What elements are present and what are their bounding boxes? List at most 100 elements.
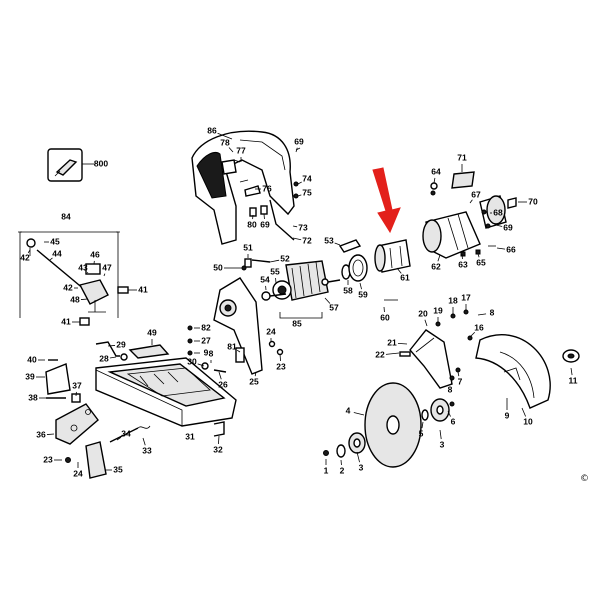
callout-23: 23	[276, 361, 286, 371]
callout-31: 31	[185, 431, 195, 441]
callout-63: 63	[458, 259, 468, 269]
callout-82: 82	[201, 322, 211, 332]
callout-35: 35	[113, 464, 123, 474]
callout-70: 70	[528, 196, 538, 206]
leader-36	[46, 433, 55, 435]
callout-19: 19	[433, 305, 443, 315]
parts-50-51-52-pins	[232, 258, 271, 271]
callout-40: 40	[27, 354, 37, 364]
leader-11	[570, 367, 573, 376]
part-32-clip	[213, 421, 225, 437]
callout-26: 26	[218, 379, 228, 389]
callout-54: 54	[260, 274, 270, 284]
leader-22	[385, 352, 400, 355]
callout-65: 65	[476, 257, 486, 267]
parts-1-3-flange-left	[323, 432, 366, 458]
part-4-cutting-disc	[364, 382, 422, 468]
highlight-arrow	[372, 167, 401, 234]
leader-61	[396, 267, 402, 274]
callout-800: 800	[94, 158, 108, 168]
leader-3	[439, 429, 442, 440]
leader-52	[269, 259, 280, 263]
callout-33: 33	[142, 445, 152, 455]
callout-81: 81	[227, 341, 237, 351]
callout-30: 30	[187, 356, 197, 366]
leader-65	[477, 253, 480, 258]
callout-69: 69	[260, 219, 270, 229]
callout-1: 1	[324, 465, 329, 475]
callout-41: 41	[61, 316, 71, 326]
leader-75	[297, 194, 302, 197]
part-10-lower-guard	[475, 334, 551, 409]
leader-66	[496, 247, 506, 250]
parts-36-40-bracket	[45, 359, 99, 445]
callout-73: 73	[298, 222, 308, 232]
callout-69: 69	[294, 136, 304, 146]
callout-3: 3	[359, 462, 364, 472]
leader-53	[334, 242, 341, 246]
callout-20: 20	[418, 308, 428, 318]
leader-5	[421, 421, 424, 429]
leader-43	[86, 271, 89, 274]
callout-leaders	[27, 132, 573, 471]
leader-57	[324, 297, 331, 304]
callout-21: 21	[387, 337, 397, 347]
callout-11: 11	[569, 375, 578, 385]
part-11-roller	[562, 349, 580, 363]
callout-8: 8	[448, 384, 453, 394]
parts-3-5-6-flange-right	[421, 398, 455, 422]
callout-23: 23	[43, 454, 53, 464]
leader-33	[142, 437, 146, 446]
callout-48: 48	[70, 294, 80, 304]
callout-78: 78	[220, 137, 230, 147]
callout-80: 80	[247, 219, 257, 229]
callout-67: 67	[471, 189, 481, 199]
callout-58: 58	[343, 285, 353, 295]
part-85-armature	[261, 260, 341, 319]
leader-29	[107, 345, 116, 347]
part-67-end-cap	[479, 195, 517, 247]
leader-25	[254, 371, 257, 377]
leader-44	[49, 257, 53, 261]
callout-86: 86	[207, 125, 217, 135]
part-84-clamp-assembly	[18, 231, 129, 326]
leader-69	[295, 147, 298, 153]
part-31-base	[95, 357, 237, 427]
part-62-motor-housing	[422, 171, 481, 259]
leader-3	[356, 451, 360, 463]
callout-77: 77	[236, 145, 246, 155]
leader-59	[359, 282, 362, 290]
leader-30	[197, 363, 205, 367]
part-49-plate	[128, 344, 170, 359]
callout-38: 38	[28, 392, 38, 402]
callout-51: 51	[243, 242, 253, 252]
leader-48	[80, 298, 89, 300]
callout-44: 44	[52, 248, 62, 258]
callout-50: 50	[213, 262, 223, 272]
callout-47: 47	[102, 262, 112, 272]
leader-23	[279, 353, 281, 362]
parts-33-35-spring-cover	[65, 425, 151, 479]
callout-7: 7	[458, 376, 463, 386]
callout-72: 72	[302, 235, 312, 245]
parts-58-59-bearing-rings	[341, 254, 368, 282]
part-800-tool-kit	[47, 148, 83, 182]
leader-42	[27, 249, 31, 254]
leader-8	[477, 313, 487, 316]
leader-34	[116, 436, 122, 441]
part-61-stator	[374, 239, 411, 301]
callout-17: 17	[461, 292, 471, 302]
leader-10	[521, 407, 527, 417]
leader-73	[292, 225, 298, 228]
parts-20-22-guard-bracket	[399, 309, 473, 389]
callout-22: 22	[375, 349, 385, 359]
callout-62: 62	[431, 261, 441, 271]
callout-24: 24	[266, 326, 276, 336]
leader-26	[218, 371, 222, 380]
callout-69: 69	[503, 222, 513, 232]
leader-74	[297, 181, 302, 185]
callout-29: 29	[116, 339, 126, 349]
parts-9-27-30-82-screws	[187, 325, 209, 370]
callout-8: 8	[490, 307, 495, 317]
